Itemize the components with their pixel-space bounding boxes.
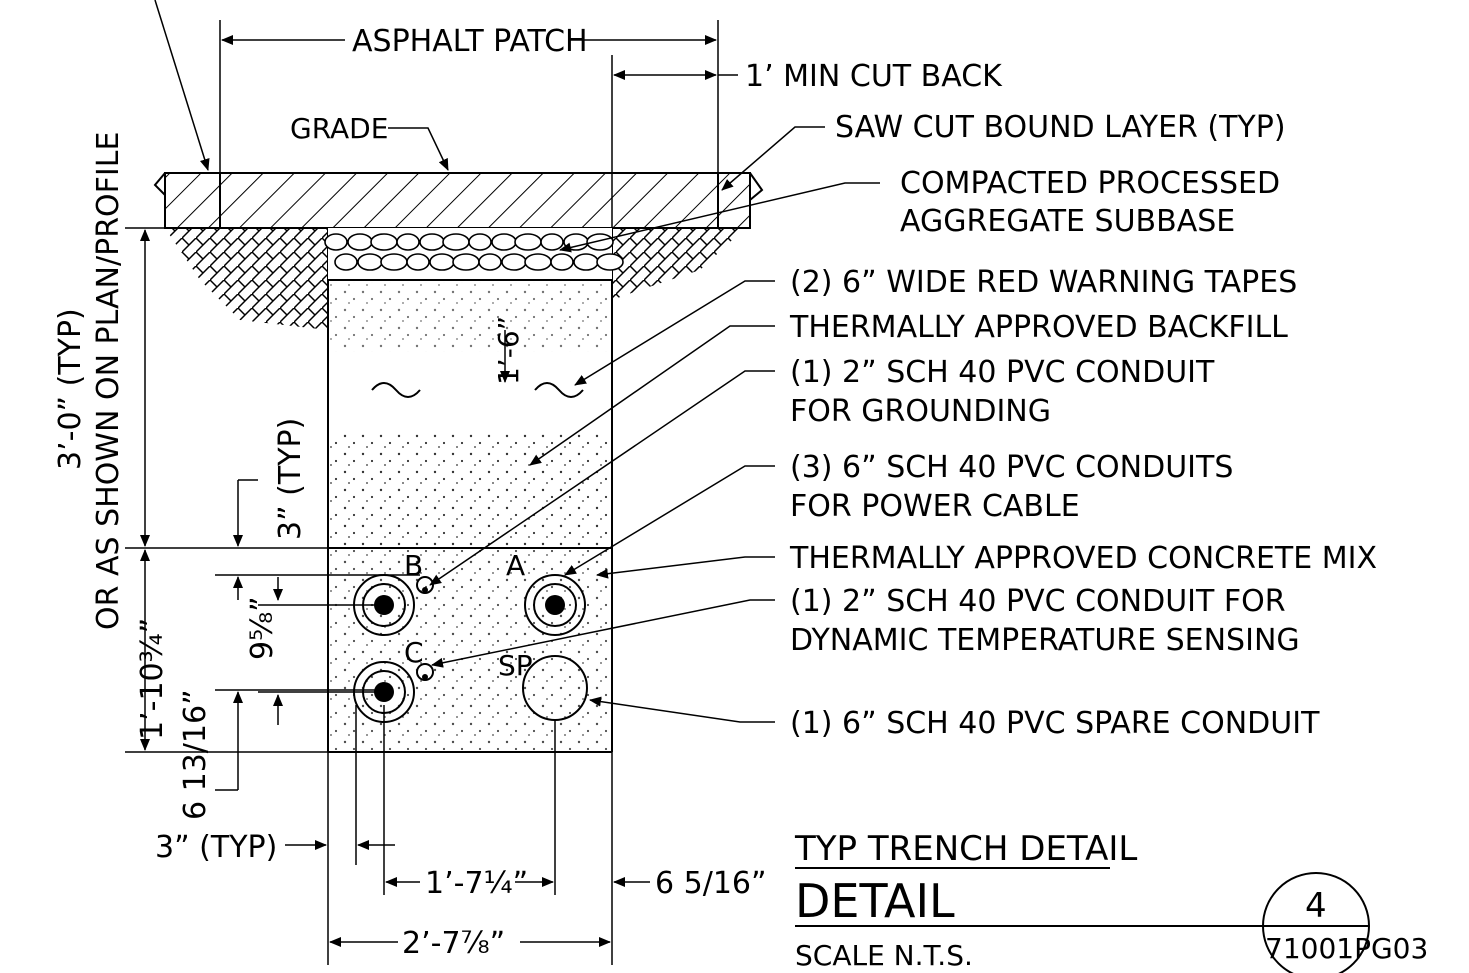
label-backfill-depth: 1’-6” — [492, 316, 525, 385]
label-asphalt-patch: ASPHALT PATCH — [352, 24, 588, 59]
callout-subbase-line2: AGGREGATE SUBBASE — [900, 204, 1235, 239]
detail-number: 4 — [1305, 886, 1327, 926]
label-depth-plan: OR AS SHOWN ON PLAN/PROFILE — [91, 132, 126, 630]
subtitle-text: DETAIL — [795, 874, 955, 928]
title-block — [795, 867, 1370, 973]
label-depth-typ: 3’-0” (TYP) — [53, 308, 88, 470]
asphalt-layer — [153, 172, 764, 229]
sheet-number: 71001PG03 — [1265, 932, 1428, 965]
thermal-backfill — [330, 282, 610, 546]
label-conduit-sp: SP — [498, 649, 533, 682]
callout-grounding-line2: FOR GROUNDING — [790, 394, 1051, 429]
label-min-cut-back: 1’ MIN CUT BACK — [745, 59, 1003, 94]
callout-power-line2: FOR POWER CABLE — [790, 489, 1080, 524]
label-conduit-spacing-h: 1’-7¼” — [425, 866, 528, 901]
callout-subbase-line1: COMPACTED PROCESSED — [900, 166, 1280, 201]
callout-spare-conduit: (1) 6” SCH 40 PVC SPARE CONDUIT — [790, 706, 1320, 741]
callout-warning-tapes: (2) 6” WIDE RED WARNING TAPES — [790, 265, 1297, 300]
conduit-a — [524, 574, 586, 636]
label-right-cover: 6 5/16” — [655, 866, 767, 901]
callout-concrete-mix: THERMALLY APPROVED CONCRETE MIX — [789, 541, 1377, 576]
label-side-cover: 3” (TYP) — [155, 830, 277, 865]
callout-temp-line2: DYNAMIC TEMPERATURE SENSING — [790, 623, 1300, 658]
callout-saw-cut: SAW CUT BOUND LAYER (TYP) — [835, 110, 1286, 145]
label-conduit-a: A — [506, 549, 525, 582]
dimension-lines-bottom — [285, 705, 650, 965]
label-conduit-spacing-v: 9⅝” — [245, 596, 280, 660]
concrete-encasement — [330, 550, 610, 750]
label-top-cover: 3” (TYP) — [273, 418, 308, 540]
dimension-lines-left — [125, 227, 510, 791]
title-text: TYP TRENCH DETAIL — [794, 829, 1137, 869]
callout-leaders — [429, 126, 880, 723]
small-conduit-temp — [416, 663, 434, 681]
label-conduit-b: B — [404, 549, 423, 582]
native-soil — [165, 228, 745, 330]
callout-backfill: THERMALLY APPROVED BACKFILL — [789, 310, 1288, 345]
label-trench-width: 2’-7⅞” — [402, 926, 505, 961]
label-bottom-cover: 6 13/16” — [178, 689, 213, 820]
label-encasement-height: 1’-10¾” — [135, 618, 170, 740]
warning-tape-marks — [371, 382, 584, 398]
aggregate-subbase — [324, 228, 624, 281]
callout-temp-line1: (1) 2” SCH 40 PVC CONDUIT FOR — [790, 584, 1286, 619]
label-conduit-c: C — [404, 636, 424, 669]
callout-grounding-line1: (1) 2” SCH 40 PVC CONDUIT — [790, 355, 1215, 390]
callout-power-line1: (3) 6” SCH 40 PVC CONDUITS — [790, 450, 1233, 485]
dimension-lines-top — [154, 0, 738, 228]
label-grade: GRADE — [290, 112, 388, 145]
trench — [327, 228, 613, 753]
scale-text: SCALE N.T.S. — [795, 939, 973, 972]
